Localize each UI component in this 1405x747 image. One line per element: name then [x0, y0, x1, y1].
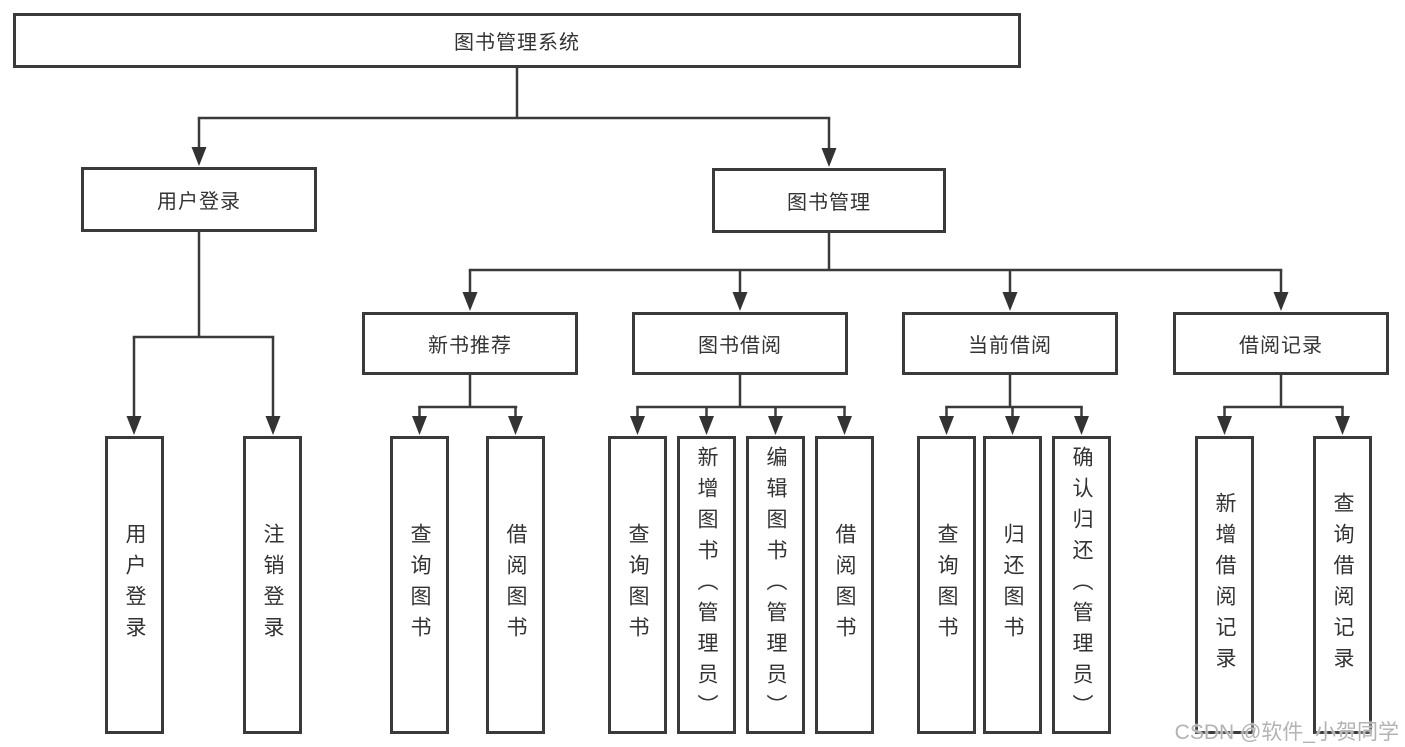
node-new-book-recommend: 新书推荐 — [362, 312, 578, 375]
node-label: 新书推荐 — [428, 335, 512, 357]
leaf-add-borrow-record: 新增借阅记录 — [1195, 436, 1254, 734]
node-label: 借阅图书 — [833, 523, 857, 647]
node-user-login: 用户登录 — [81, 167, 317, 232]
node-label: 当前借阅 — [968, 335, 1052, 357]
leaf-query-books-current: 查询图书 — [917, 436, 976, 734]
node-library-management-system: 图书管理系统 — [13, 13, 1021, 68]
node-label: 图书管理 — [787, 192, 871, 214]
leaf-logout: 注销登录 — [243, 436, 302, 734]
leaf-query-books-recommend: 查询图书 — [390, 436, 449, 734]
node-label: 图书借阅 — [698, 335, 782, 357]
leaf-confirm-return-admin: 确认归还（管理员） — [1052, 436, 1111, 734]
node-label: 注销登录 — [261, 523, 285, 647]
node-label: 借阅记录 — [1239, 335, 1323, 357]
node-label: 确认归还（管理员） — [1070, 445, 1094, 725]
node-label: 借阅图书 — [504, 523, 528, 647]
leaf-return-books: 归还图书 — [983, 436, 1042, 734]
node-label: 图书管理系统 — [454, 32, 580, 54]
node-label: 查询图书 — [626, 523, 650, 647]
node-label: 查询借阅记录 — [1331, 492, 1355, 678]
node-borrowing-records: 借阅记录 — [1173, 312, 1389, 375]
leaf-edit-book-admin: 编辑图书（管理员） — [746, 436, 805, 734]
node-book-management: 图书管理 — [712, 168, 946, 233]
node-label: 用户登录 — [123, 523, 147, 647]
leaf-add-book-admin: 新增图书（管理员） — [677, 436, 736, 734]
node-label: 编辑图书（管理员） — [764, 445, 788, 725]
node-label: 新增借阅记录 — [1213, 492, 1237, 678]
leaf-borrow-books-borrowing: 借阅图书 — [815, 436, 874, 734]
leaf-user-login: 用户登录 — [105, 436, 164, 734]
node-label: 用户登录 — [157, 191, 241, 213]
node-label: 查询图书 — [935, 523, 959, 647]
leaf-query-books-borrowing: 查询图书 — [608, 436, 667, 734]
node-label: 新增图书（管理员） — [695, 445, 719, 725]
leaf-borrow-books-recommend: 借阅图书 — [486, 436, 545, 734]
node-current-borrowing: 当前借阅 — [902, 312, 1118, 375]
node-label: 查询图书 — [408, 523, 432, 647]
node-label: 归还图书 — [1001, 523, 1025, 647]
csdn-watermark: CSDN @软件_小贺同学 — [1174, 721, 1399, 744]
leaf-query-borrow-record: 查询借阅记录 — [1313, 436, 1372, 734]
node-book-borrowing: 图书借阅 — [632, 312, 848, 375]
